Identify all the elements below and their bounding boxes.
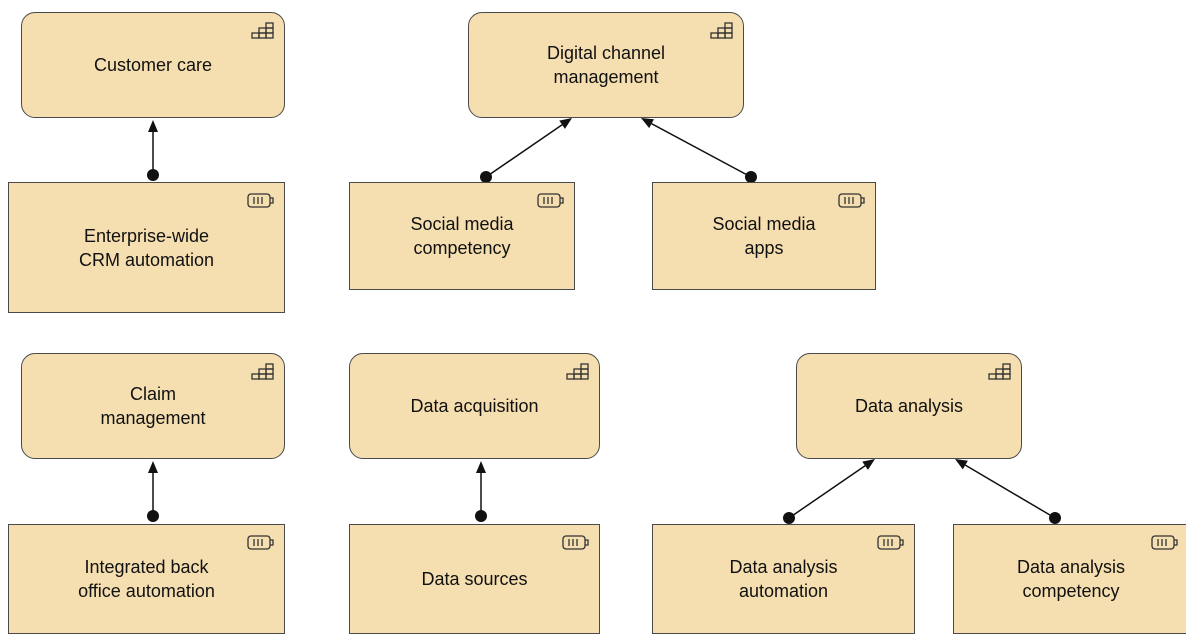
arrowhead: [641, 118, 654, 129]
capability-node-digital-channel[interactable]: Digital channel management: [468, 12, 744, 118]
arrowhead: [862, 459, 875, 470]
capability-icon: [983, 362, 1013, 382]
capability-icon: [561, 362, 591, 382]
node-label: Data sources: [421, 569, 528, 589]
capability-icon: [246, 362, 276, 382]
resource-node-integrated-backoffice[interactable]: Integrated back office automation: [8, 524, 285, 634]
resource-node-enterprise-crm[interactable]: Enterprise-wide CRM automation: [8, 182, 285, 313]
resource-node-social-competency[interactable]: Social media competency: [349, 182, 575, 290]
connector-line: [964, 464, 1056, 519]
realization-connector-enterprise-crm-to-customer-care[interactable]: [147, 120, 159, 181]
node-label: Integrated back office automation: [78, 557, 215, 601]
realization-connector-analysis-automation-to-data-analysis[interactable]: [783, 459, 875, 524]
node-label: Data analysis automation: [729, 557, 838, 601]
node-label: Social media apps: [712, 214, 816, 258]
connector-line: [651, 123, 752, 178]
realization-connector-social-competency-to-digital-channel[interactable]: [480, 118, 572, 183]
connector-source-dot: [147, 169, 159, 181]
capability-icon: [705, 21, 735, 41]
realization-connector-integrated-backoffice-to-claim-mgmt[interactable]: [147, 461, 159, 522]
node-label: Data acquisition: [410, 396, 539, 416]
node-label: Data analysis competency: [1016, 557, 1126, 601]
node-label: Data analysis: [854, 396, 964, 416]
connector-source-dot: [783, 512, 795, 524]
resource-icon: [876, 533, 906, 553]
node-label: Enterprise-wide CRM automation: [78, 225, 215, 270]
resource-icon: [837, 191, 867, 211]
capability-icon: [246, 21, 276, 41]
capability-node-customer-care[interactable]: Customer care: [21, 12, 285, 118]
realization-connector-social-apps-to-digital-channel[interactable]: [641, 118, 757, 183]
connector-source-dot: [745, 171, 757, 183]
arrowhead: [148, 461, 158, 473]
connector-line: [485, 124, 563, 178]
connector-source-dot: [475, 510, 487, 522]
arrowhead: [476, 461, 486, 473]
resource-node-data-sources[interactable]: Data sources: [349, 524, 600, 634]
resource-node-analysis-automation[interactable]: Data analysis automation: [652, 524, 915, 634]
resource-icon: [246, 191, 276, 211]
connector-source-dot: [480, 171, 492, 183]
resource-icon: [561, 533, 591, 553]
node-label: Customer care: [93, 55, 213, 75]
connector-source-dot: [147, 510, 159, 522]
arrowhead: [559, 118, 572, 129]
resource-icon: [536, 191, 566, 211]
capability-node-data-acquisition[interactable]: Data acquisition: [349, 353, 600, 459]
resource-node-social-apps[interactable]: Social media apps: [652, 182, 876, 290]
arrowhead: [955, 459, 968, 470]
arrowhead: [148, 120, 158, 132]
realization-connector-analysis-competency-to-data-analysis[interactable]: [955, 459, 1061, 524]
node-label: Digital channel management: [546, 43, 666, 87]
node-label: Social media competency: [410, 214, 514, 258]
resource-icon: [246, 533, 276, 553]
capability-node-data-analysis[interactable]: Data analysis: [796, 353, 1022, 459]
connector-line: [788, 465, 866, 519]
capability-node-claim-mgmt[interactable]: Claim management: [21, 353, 285, 459]
connector-source-dot: [1049, 512, 1061, 524]
realization-connector-data-sources-to-data-acquisition[interactable]: [475, 461, 487, 522]
resource-icon: [1150, 533, 1180, 553]
node-label: Claim management: [100, 384, 206, 428]
resource-node-analysis-competency[interactable]: Data analysis competency: [953, 524, 1186, 634]
